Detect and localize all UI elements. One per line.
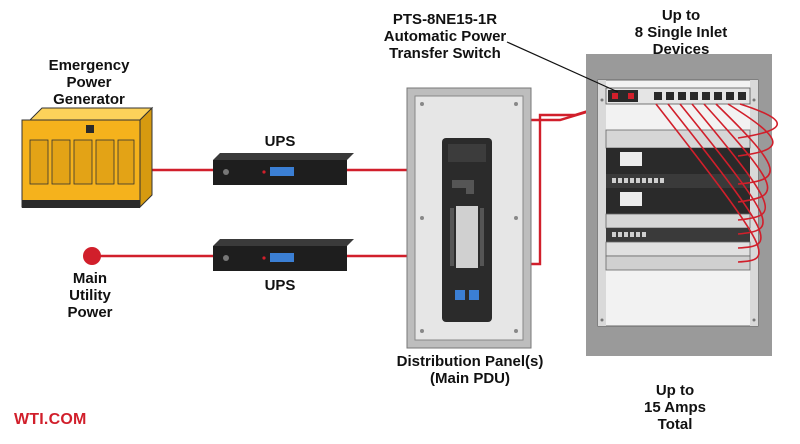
distribution-panel-label: Distribution Panel(s) (Main PDU) xyxy=(396,353,544,387)
devices-label: Up to 8 Single Inlet Devices xyxy=(634,7,728,58)
transfer-switch-label: PTS-8NE15-1R Automatic Power Transfer Sw… xyxy=(383,11,507,62)
power-cables xyxy=(95,96,631,266)
generator-label: Emergency Power Generator xyxy=(48,57,130,108)
ups-icon xyxy=(213,239,354,271)
utility-power-dot-icon xyxy=(83,247,101,265)
ups-bottom-label: UPS xyxy=(264,277,296,294)
ups-icon xyxy=(213,153,354,185)
brand-logo: WTI.COM xyxy=(14,411,87,428)
server-rack-icon xyxy=(586,54,772,356)
amps-label: Up to 15 Amps Total xyxy=(644,382,706,433)
generator-icon xyxy=(21,106,154,209)
utility-power-label: Main Utility Power xyxy=(67,270,113,321)
switch-pointer-line xyxy=(506,41,619,93)
distribution-panel-icon xyxy=(406,87,532,349)
device-cords xyxy=(655,103,778,263)
ups-top-label: UPS xyxy=(264,133,296,150)
